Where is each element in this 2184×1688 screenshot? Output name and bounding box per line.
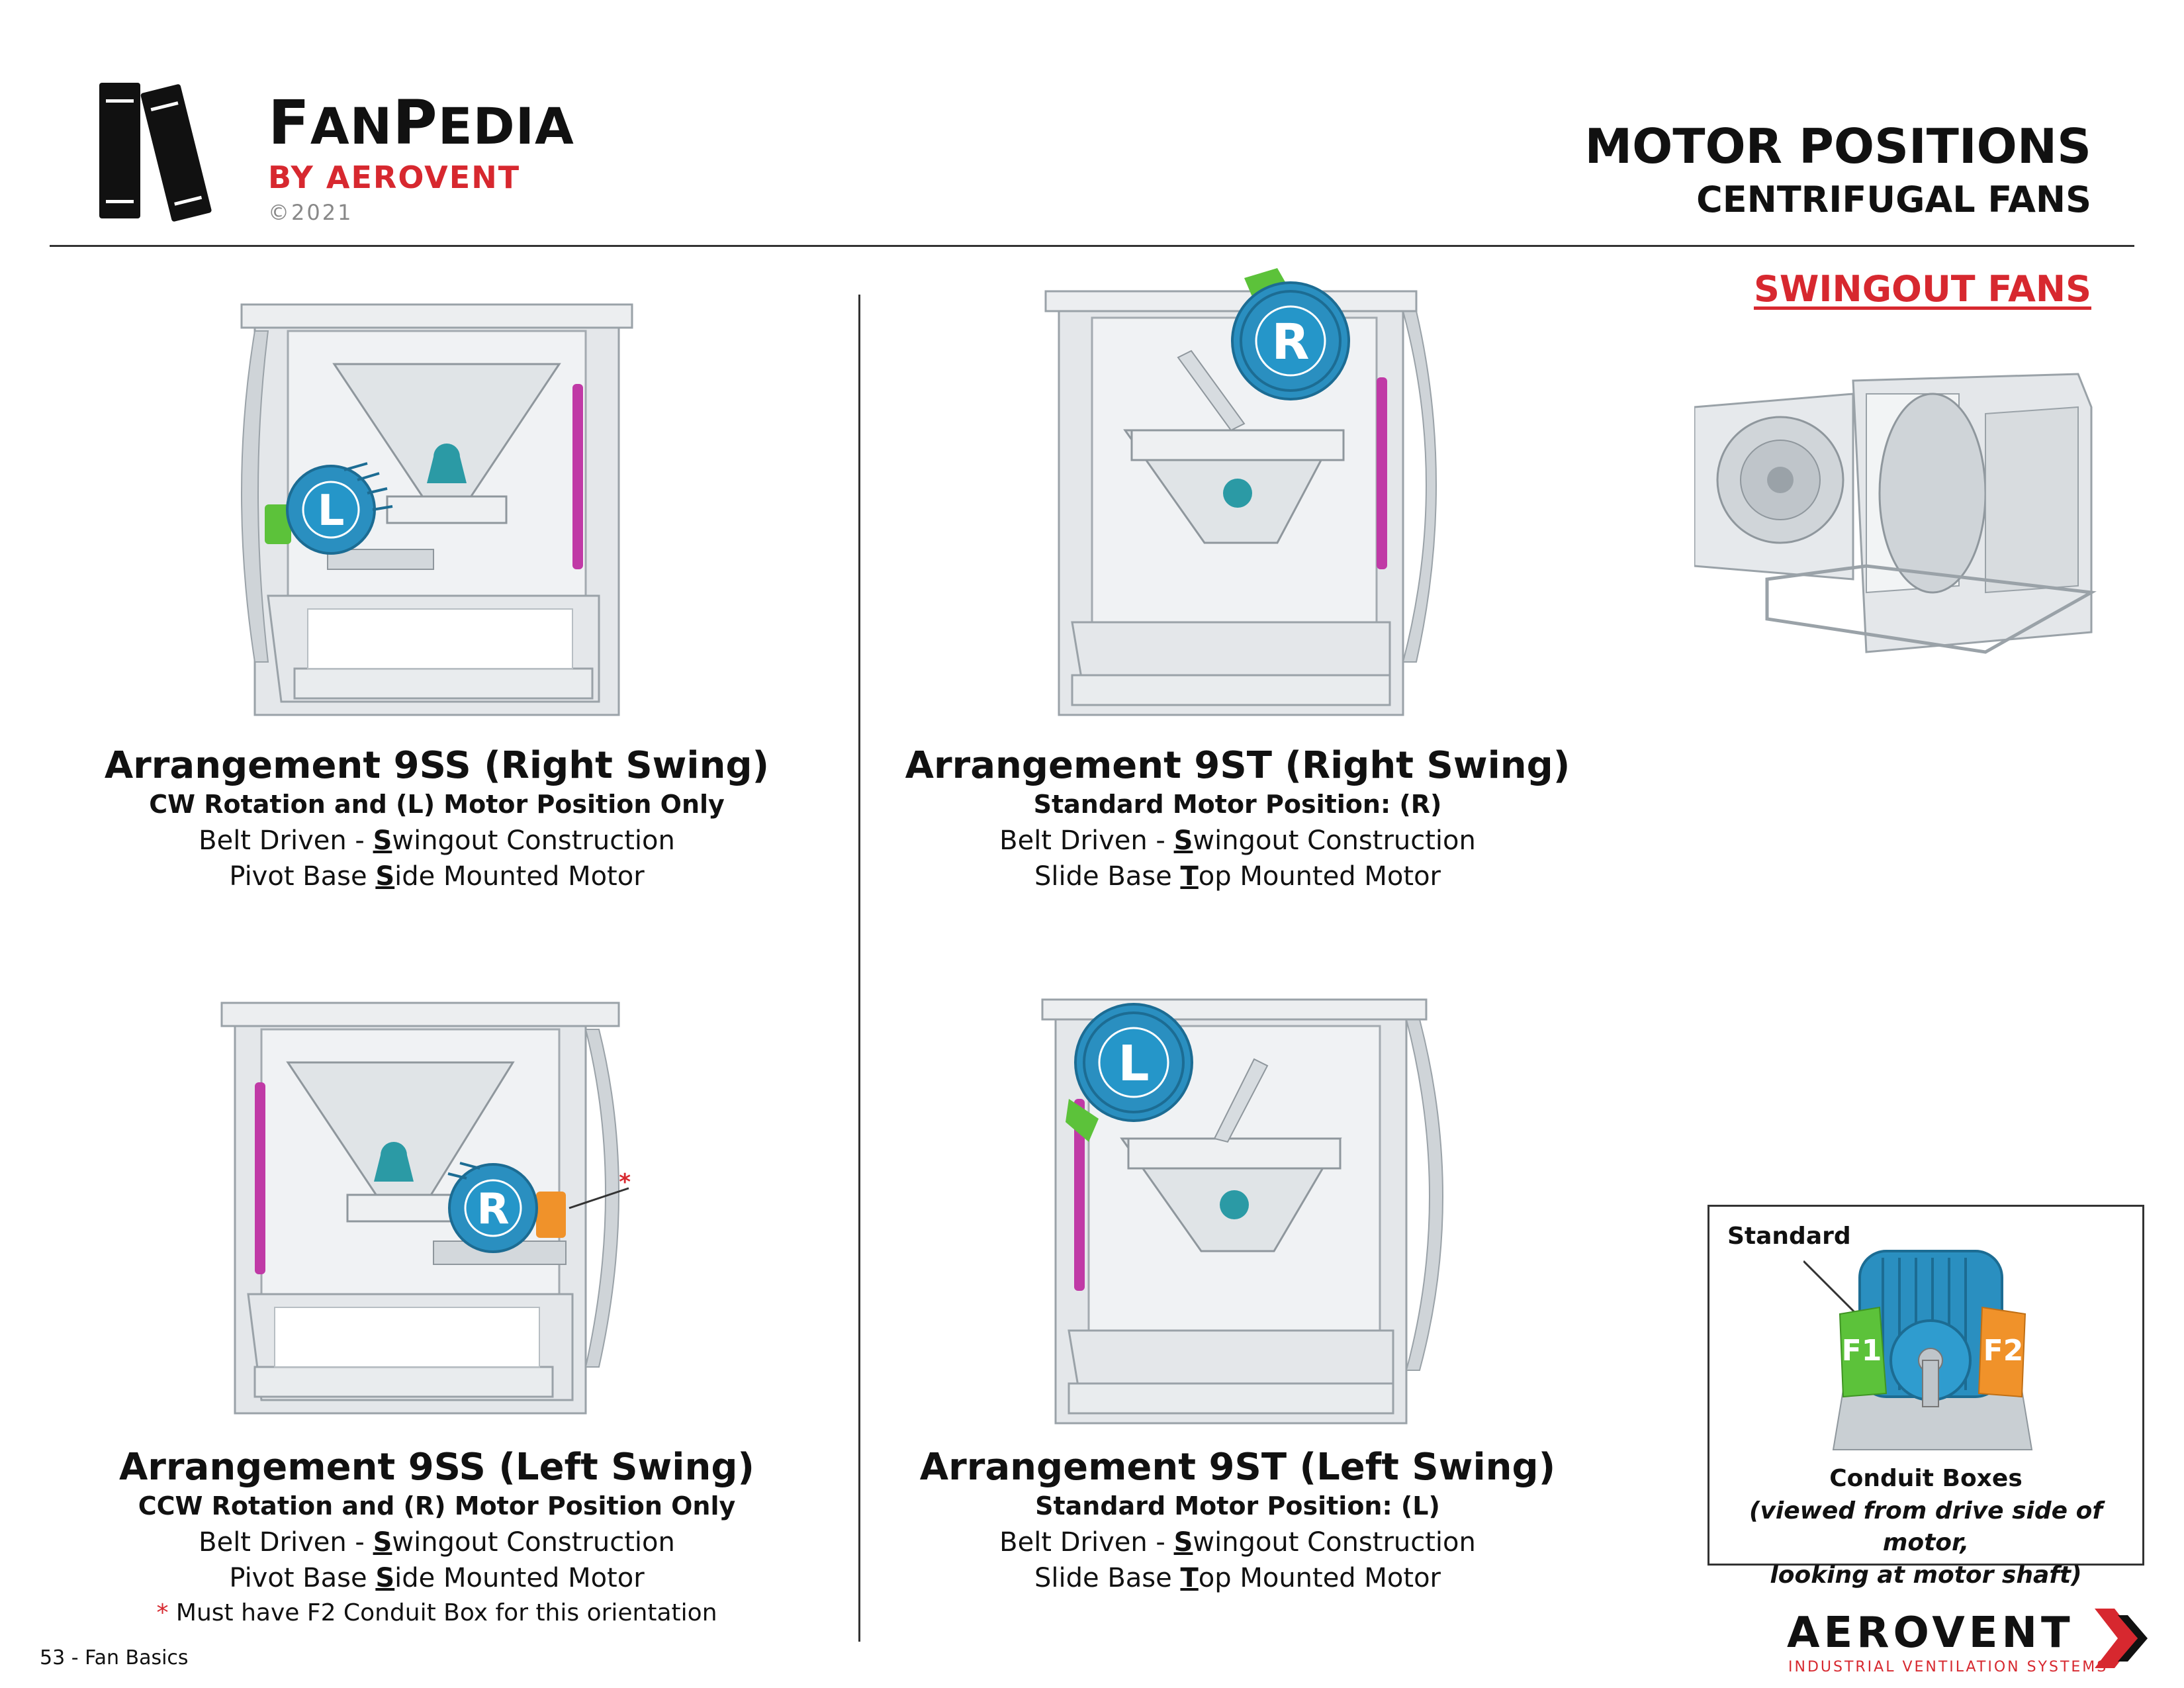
caption-9st-left-swing: Arrangement 9ST (Left Swing) Standard Mo…: [867, 1446, 1608, 1597]
arrangement-motor-note: CW Rotation and (L) Motor Position Only: [149, 790, 725, 820]
standard-label: Standard: [1727, 1223, 1851, 1250]
motor-position-label: L: [318, 487, 345, 536]
f2-box-label: F2: [1983, 1334, 2024, 1368]
conduit-note-1: (viewed from drive side of motor,: [1749, 1497, 2103, 1557]
fan-9ss-right-swing-illustration: L: [240, 303, 633, 716]
fanpedia-byline: BY AEROVENT: [268, 160, 521, 195]
fanpedia-wordmark: FANPEDIA: [268, 87, 574, 158]
arrangement-motor-note: Standard Motor Position: (L): [1035, 1491, 1440, 1521]
aerovent-wordmark: AEROVENT: [1787, 1609, 2074, 1658]
arrangement-motor-note: Standard Motor Position: (R): [1033, 790, 1442, 820]
books-logo-icon: [99, 83, 212, 222]
arrangement-line-1: Belt Driven - Swingout Construction: [199, 825, 675, 856]
conduit-note-2: looking at motor shaft): [1770, 1561, 2082, 1589]
fan-9ss-left-swing-illustration: R *: [220, 1002, 631, 1415]
motor-position-label: R: [1272, 314, 1310, 371]
arrangement-motor-note: CCW Rotation and (R) Motor Position Only: [138, 1491, 736, 1521]
copyright-text: ©2021: [268, 200, 353, 225]
motor-position-label: L: [1118, 1035, 1149, 1092]
arrangement-line-1: Belt Driven - Swingout Construction: [999, 825, 1476, 856]
conduit-box-panel: [1707, 1205, 2144, 1566]
caption-9st-right-swing: Arrangement 9ST (Right Swing) Standard M…: [867, 744, 1608, 895]
fan-9st-left-swing-illustration: L: [1041, 998, 1443, 1425]
f1-box-label: F1: [1842, 1334, 1882, 1368]
arrangement-title: Arrangement 9ST (Left Swing): [919, 1446, 1556, 1489]
header-divider: [50, 245, 2134, 247]
arrangement-line-2: Slide Base Top Mounted Motor: [1034, 1563, 1441, 1594]
arrangement-line-1: Belt Driven - Swingout Construction: [199, 1526, 675, 1558]
arrangement-line-1: Belt Driven - Swingout Construction: [999, 1526, 1476, 1558]
arrangement-line-2: Slide Base Top Mounted Motor: [1034, 861, 1441, 892]
f2-required-marker: *: [619, 1169, 631, 1196]
column-divider: [858, 295, 860, 1642]
fan-9st-right-swing-illustration: R: [1044, 268, 1437, 716]
chevron-logo-icon: [2095, 1609, 2148, 1668]
page-number: 53 - Fan Basics: [40, 1646, 189, 1669]
arrangement-title: Arrangement 9ST (Right Swing): [905, 744, 1570, 787]
page-title: MOTOR POSITIONS: [1584, 118, 2091, 174]
aerovent-tagline: INDUSTRIAL VENTILATION SYSTEMS: [1788, 1659, 2109, 1675]
caption-9ss-left-swing: Arrangement 9SS (Left Swing) CCW Rotatio…: [66, 1446, 807, 1630]
arrangement-line-2: Pivot Base Side Mounted Motor: [229, 1563, 645, 1594]
motor-conduit-illustration: F1 F2: [1803, 1250, 2033, 1450]
conduit-caption: Conduit Boxes (viewed from drive side of…: [1714, 1463, 2138, 1591]
arrangement-title: Arrangement 9SS (Right Swing): [104, 744, 770, 787]
arrangement-footnote: * Must have F2 Conduit Box for this orie…: [156, 1599, 717, 1627]
arrangement-title: Arrangement 9SS (Left Swing): [118, 1446, 755, 1489]
page-subtitle: CENTRIFUGAL FANS: [1696, 179, 2091, 220]
swingout-fan-illustration: [1694, 373, 2097, 654]
arrangement-line-2: Pivot Base Side Mounted Motor: [229, 861, 645, 892]
caption-9ss-right-swing: Arrangement 9SS (Right Swing) CW Rotatio…: [66, 744, 807, 895]
conduit-title: Conduit Boxes: [1829, 1465, 2023, 1492]
swingout-fans-heading: SWINGOUT FANS: [1753, 268, 2091, 310]
motor-position-label: R: [477, 1185, 509, 1234]
